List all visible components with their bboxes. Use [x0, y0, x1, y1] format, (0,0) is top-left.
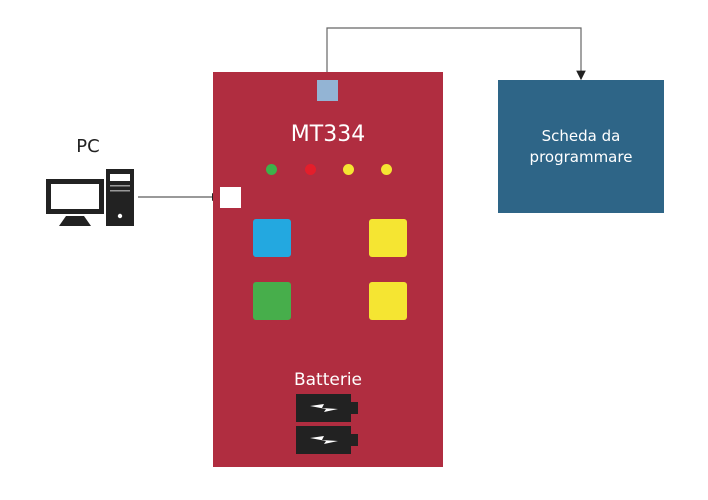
- battery-icon-1: [296, 394, 358, 422]
- target-board: Scheda da programmare: [498, 80, 664, 213]
- led-yellow-1: [343, 164, 354, 175]
- button-blue: [253, 219, 291, 257]
- device-title: MT334: [290, 122, 366, 147]
- battery-label: Batterie: [293, 370, 363, 390]
- led-green: [266, 164, 277, 175]
- board-label: Scheda da programmare: [529, 126, 633, 166]
- button-yellow-top: [369, 219, 407, 257]
- led-red: [305, 164, 316, 175]
- battery-icon-2: [296, 426, 358, 454]
- device-port-top: [317, 80, 338, 101]
- led-yellow-2: [381, 164, 392, 175]
- device-port-left: [220, 187, 241, 208]
- desktop-computer-icon: [46, 169, 134, 226]
- button-green: [253, 282, 291, 320]
- button-yellow-bottom: [369, 282, 407, 320]
- batteries: [296, 394, 358, 454]
- pc-label: PC: [76, 136, 100, 157]
- device-to-board-connector: [326, 27, 586, 81]
